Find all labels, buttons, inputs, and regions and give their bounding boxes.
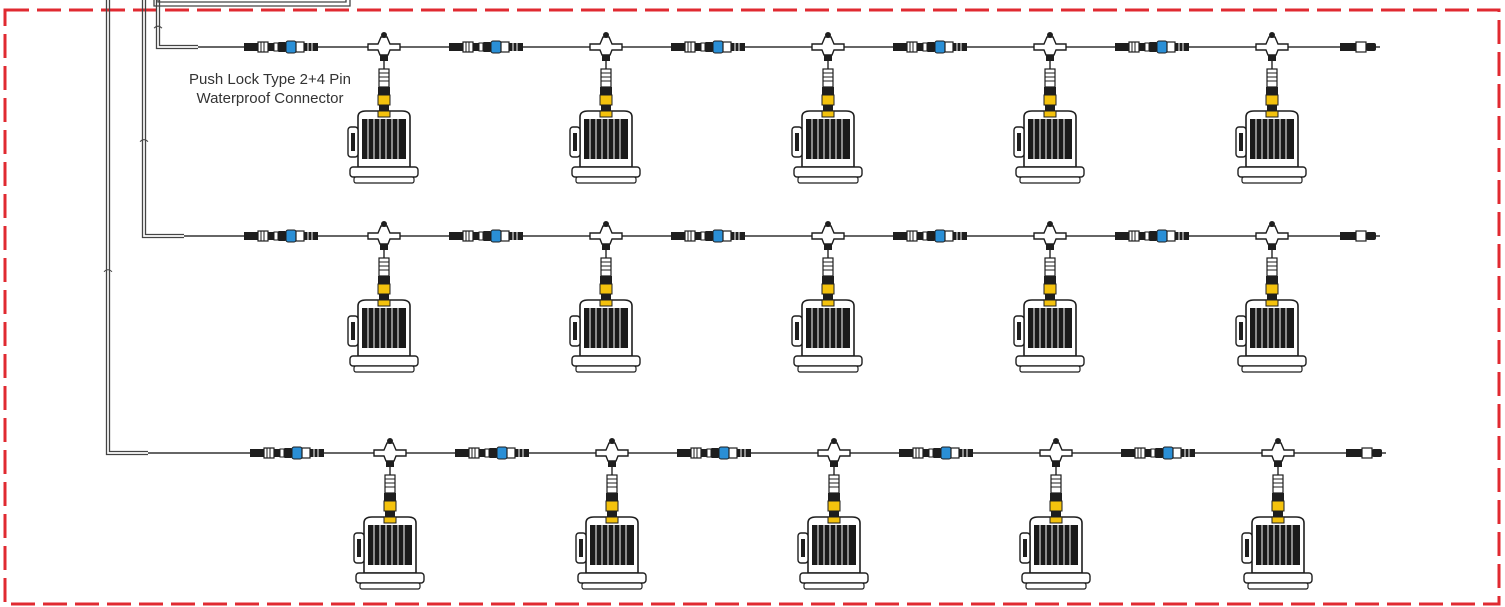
led-fixture [1019, 466, 1091, 590]
t-splitter [367, 220, 401, 251]
inline-connector [448, 229, 524, 243]
inline-connector [243, 229, 319, 243]
led-fixture [1235, 60, 1307, 184]
connector-annotation: Push Lock Type 2+4 Pin Waterproof Connec… [150, 70, 390, 108]
t-splitter [1255, 220, 1289, 251]
inline-connector [1120, 446, 1196, 460]
t-splitter [373, 437, 407, 468]
annotation-line-1: Push Lock Type 2+4 Pin [189, 71, 351, 88]
inline-connector [243, 40, 319, 54]
t-splitter [1033, 31, 1067, 62]
zone-border [3, 8, 1501, 606]
t-splitter [595, 437, 629, 468]
cable-break-mark [103, 269, 113, 273]
annotation-line-2: Waterproof Connector [196, 90, 344, 107]
t-splitter [817, 437, 851, 468]
end-cap [1339, 41, 1377, 53]
cable-break-mark [153, 25, 163, 29]
inline-connector [249, 446, 325, 460]
t-splitter [1261, 437, 1295, 468]
led-fixture [575, 466, 647, 590]
led-fixture [791, 60, 863, 184]
cable-break-mark [139, 139, 149, 142]
end-cap [1345, 447, 1383, 459]
inline-connector [454, 446, 530, 460]
led-fixture [797, 466, 869, 590]
t-splitter [811, 31, 845, 62]
feeder-cables [103, 0, 351, 456]
feeder-cable-3 [105, 0, 148, 456]
end-cap [1339, 230, 1377, 242]
t-splitter [367, 31, 401, 62]
t-splitter [811, 220, 845, 251]
led-fixture [569, 60, 641, 184]
led-fixture [353, 466, 425, 590]
led-fixture [791, 249, 863, 373]
run-2 [184, 220, 1380, 373]
inline-connector [1114, 40, 1190, 54]
led-fixture [1013, 60, 1085, 184]
inline-connector [448, 40, 524, 54]
feeder-cable-top [153, 0, 351, 7]
runs [148, 31, 1386, 590]
t-splitter [589, 220, 623, 251]
t-splitter [1039, 437, 1073, 468]
feeder-cable-1 [155, 0, 198, 50]
led-fixture [1235, 249, 1307, 373]
led-fixture [1241, 466, 1313, 590]
run-1 [198, 31, 1380, 184]
inline-connector [670, 229, 746, 243]
inline-connector [670, 40, 746, 54]
inline-connector [892, 229, 968, 243]
led-fixture [569, 249, 641, 373]
inline-connector [898, 446, 974, 460]
inline-connector [676, 446, 752, 460]
t-splitter [1255, 31, 1289, 62]
inline-connector [892, 40, 968, 54]
led-fixture [1013, 249, 1085, 373]
feeder-cable-2 [141, 0, 184, 239]
inline-connector [1114, 229, 1190, 243]
led-fixture [347, 249, 419, 373]
run-3 [148, 437, 1386, 590]
t-splitter [1033, 220, 1067, 251]
t-splitter [589, 31, 623, 62]
